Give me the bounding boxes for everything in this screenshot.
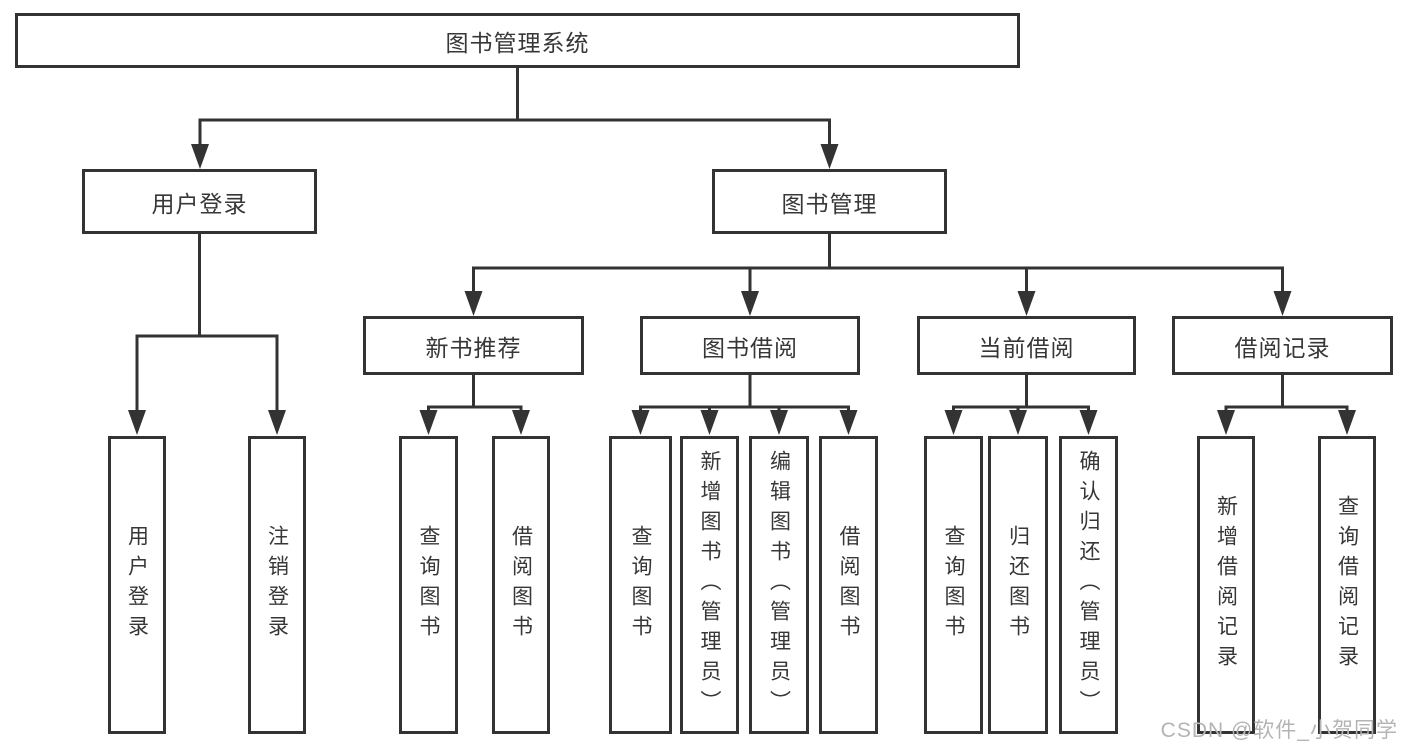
leaf-query-books-borrowing: 查询图书 [609, 436, 672, 734]
leaf-label: 新增借阅记录 [1214, 495, 1238, 675]
leaf-label: 注销登录 [265, 525, 289, 645]
node-book-management: 图书管理 [712, 169, 947, 234]
leaf-confirm-return-admin: 确认归还（管理员） [1059, 436, 1118, 734]
leaf-borrow-books: 借阅图书 [819, 436, 878, 734]
leaf-label: 用户登录 [125, 525, 149, 645]
leaf-label: 查询图书 [629, 525, 652, 645]
leaf-query-books-current: 查询图书 [924, 436, 983, 734]
leaf-label: 新增图书（管理员） [698, 450, 721, 720]
leaf-add-book-admin: 新增图书（管理员） [680, 436, 739, 734]
leaf-borrow-books-recommend: 借阅图书 [492, 436, 550, 734]
leaf-user-login: 用户登录 [108, 436, 166, 734]
leaf-add-borrowing-record: 新增借阅记录 [1197, 436, 1255, 734]
leaf-label: 编辑图书（管理员） [767, 450, 791, 720]
leaf-return-books: 归还图书 [988, 436, 1048, 734]
node-book-borrowing: 图书借阅 [640, 316, 860, 375]
leaf-query-borrowing-record: 查询借阅记录 [1318, 436, 1376, 734]
leaf-label: 查询图书 [942, 525, 965, 645]
node-user-login: 用户登录 [82, 169, 317, 234]
node-borrowing-records: 借阅记录 [1172, 316, 1393, 375]
leaf-label: 查询借阅记录 [1335, 495, 1359, 675]
leaf-edit-book-admin: 编辑图书（管理员） [749, 436, 809, 734]
leaf-label: 借阅图书 [509, 525, 533, 645]
csdn-watermark: CSDN @软件_小贺同学 [1160, 719, 1398, 742]
leaf-logout: 注销登录 [248, 436, 306, 734]
node-library-management-system: 图书管理系统 [15, 13, 1020, 68]
leaf-query-books-recommend: 查询图书 [399, 436, 458, 734]
node-new-book-recommendation: 新书推荐 [363, 316, 584, 375]
leaf-label: 查询图书 [417, 525, 440, 645]
leaf-label: 确认归还（管理员） [1077, 450, 1100, 720]
node-current-borrowing: 当前借阅 [917, 316, 1136, 375]
leaf-label: 归还图书 [1006, 525, 1030, 645]
leaf-label: 借阅图书 [837, 525, 860, 645]
